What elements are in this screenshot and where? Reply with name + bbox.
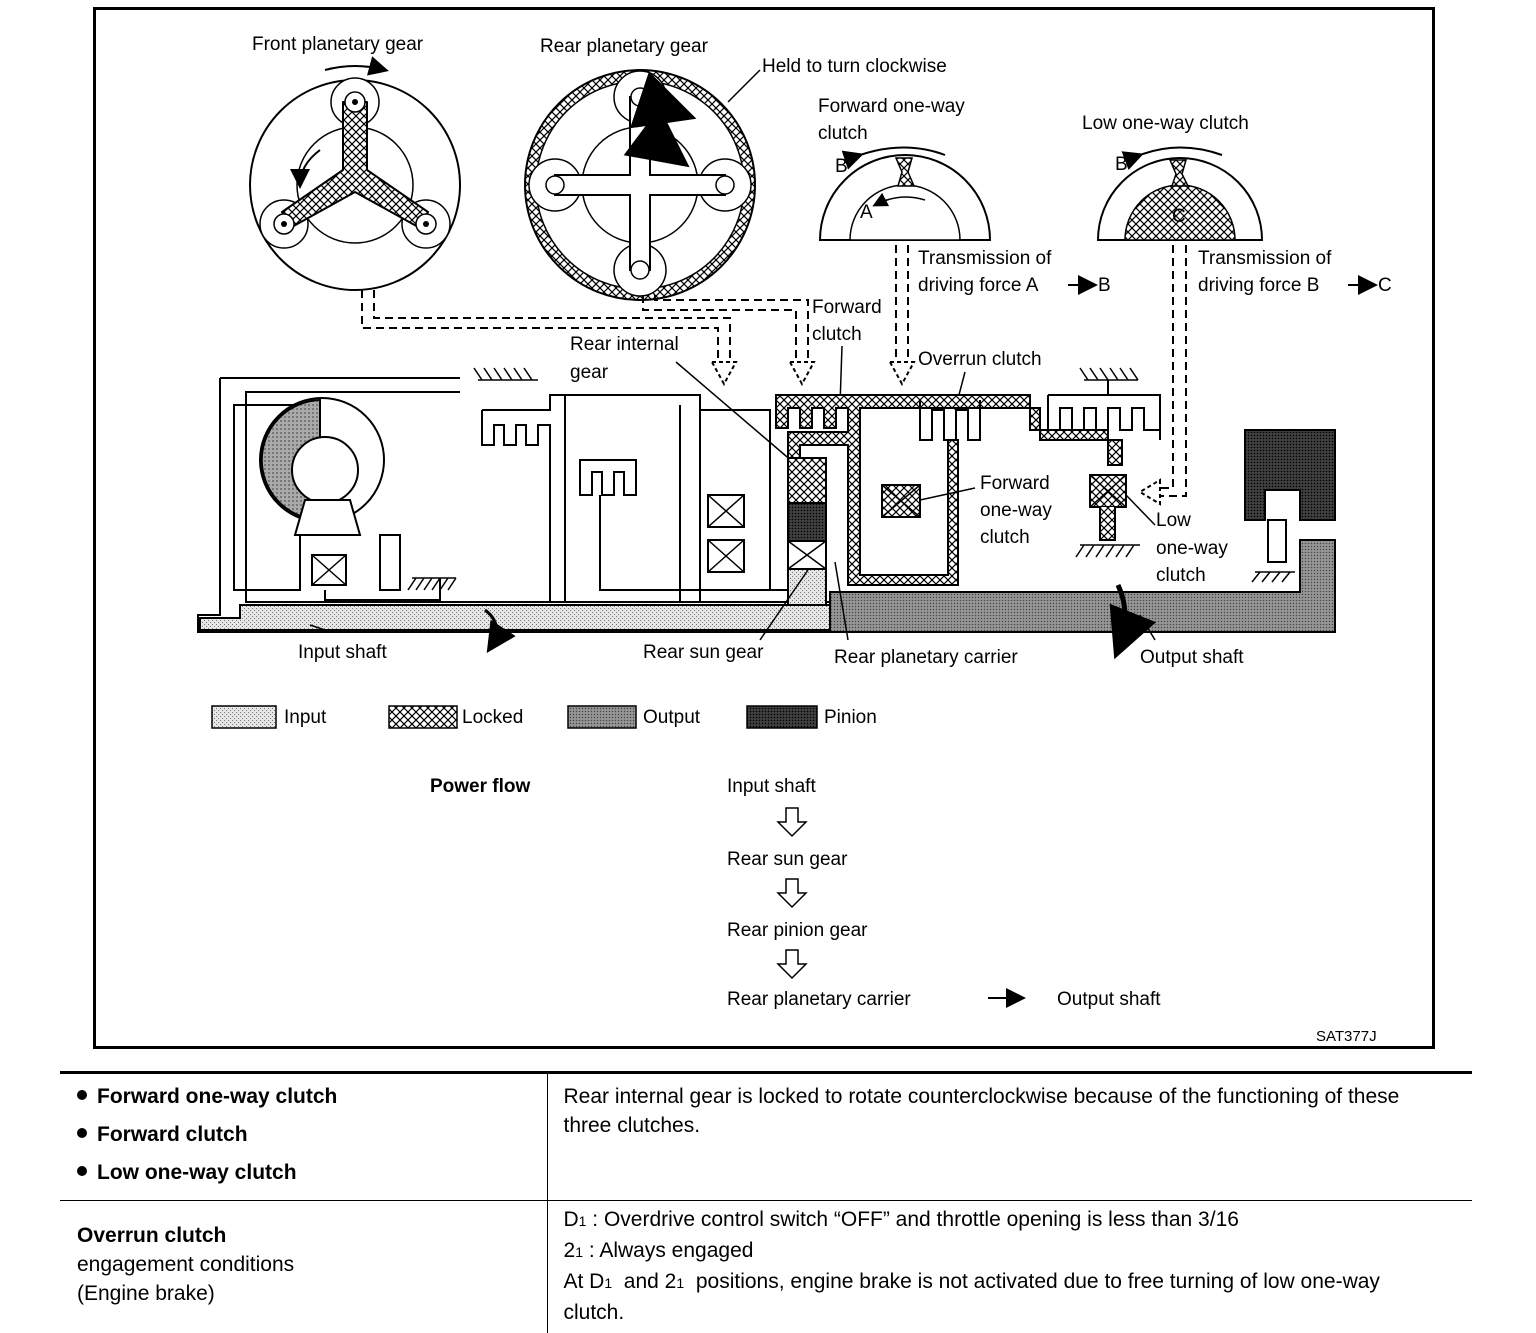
legend-swatch-locked — [389, 706, 457, 728]
condition-line-3: At D1 and 21 positions, engine brake is … — [564, 1267, 1443, 1327]
overrun-sub1: engagement conditions — [77, 1250, 547, 1279]
front-planetary-gear — [250, 66, 460, 290]
table-row: Forward one-way clutch Forward clutch Lo… — [60, 1073, 1472, 1201]
bullet-icon — [77, 1128, 87, 1138]
overrun-sub2: (Engine brake) — [77, 1279, 547, 1308]
power-flow-step-3: Rear pinion gear — [727, 920, 868, 941]
power-flow-step-1: Input shaft — [727, 776, 816, 797]
label-output-shaft: Output shaft — [1140, 647, 1244, 668]
line2-text: : Always engaged — [583, 1239, 753, 1262]
line3-sub1: 1 — [604, 1275, 612, 1291]
legend-swatch-output — [568, 706, 636, 728]
line2-sub: 1 — [575, 1244, 583, 1260]
line3-b: and 2 — [612, 1270, 676, 1293]
power-flow-step-2: Rear sun gear — [727, 849, 848, 870]
power-flow-title: Power flow — [430, 776, 531, 797]
down-arrow-icon — [778, 950, 806, 978]
diagram-code: SAT377J — [1316, 1028, 1377, 1045]
down-arrow-icon — [778, 879, 806, 907]
legend-label-pinion: Pinion — [824, 707, 877, 728]
label-forward-one-way-clutch-mid-3: clutch — [980, 527, 1030, 548]
line1-prefix: D — [564, 1208, 579, 1231]
label-rear-planetary-gear: Rear planetary gear — [540, 36, 709, 57]
list-item: Forward one-way clutch — [77, 1078, 547, 1116]
label-forward-one-way-clutch-mid-1: Forward — [980, 473, 1050, 494]
condition-line-1: D1 : Overdrive control switch “OFF” and … — [564, 1205, 1443, 1236]
list-item: Forward clutch — [77, 1116, 547, 1154]
legend-swatch-input — [212, 706, 276, 728]
bullet-icon — [77, 1090, 87, 1100]
label-letter-c: C — [1172, 206, 1186, 227]
line3-c: positions, engine brake is not activated… — [564, 1270, 1386, 1324]
label-forward-one-way-clutch-mid-2: one-way — [980, 500, 1052, 521]
legend-label-input: Input — [284, 707, 327, 728]
label-low-one-way-clutch-top: Low one-way clutch — [1082, 113, 1249, 134]
overrun-title: Overrun clutch — [77, 1221, 547, 1250]
label-forward-clutch-2: clutch — [812, 324, 862, 345]
list-item: Low one-way clutch — [77, 1154, 547, 1192]
label-low-one-way-clutch-mid-2: one-way — [1156, 538, 1228, 559]
label-low-one-way-clutch-mid-3: clutch — [1156, 565, 1206, 586]
rear-planetary-gear — [525, 70, 755, 300]
bullet-icon — [77, 1166, 87, 1176]
label-transmission-ab-3: B — [1098, 275, 1111, 296]
label-transmission-bc-2: driving force B — [1198, 275, 1319, 296]
label-forward-one-way-clutch-top-2: clutch — [818, 123, 868, 144]
overrun-cell: Overrun clutch engagement conditions (En… — [60, 1201, 547, 1333]
label-forward-clutch-1: Forward — [812, 297, 882, 318]
label-rear-sun-gear: Rear sun gear — [643, 642, 764, 663]
label-rear-planetary-carrier: Rear planetary carrier — [834, 647, 1018, 668]
label-letter-a: A — [860, 202, 873, 223]
clutch-list-cell: Forward one-way clutch Forward clutch Lo… — [60, 1073, 547, 1201]
table-row: Overrun clutch engagement conditions (En… — [60, 1201, 1472, 1333]
info-table: Forward one-way clutch Forward clutch Lo… — [60, 1071, 1472, 1333]
line3-a: At D — [564, 1270, 605, 1293]
power-flow-final: Output shaft — [1057, 989, 1161, 1010]
label-transmission-bc-1: Transmission of — [1198, 248, 1332, 269]
legend: Input Locked Output Pinion — [212, 706, 877, 728]
label-rear-internal-gear-2: gear — [570, 362, 609, 383]
label-letter-b2: B — [1115, 154, 1128, 175]
line1-text: : Overdrive control switch “OFF” and thr… — [586, 1208, 1238, 1231]
power-flow-step-4: Rear planetary carrier — [727, 989, 911, 1010]
label-input-shaft: Input shaft — [298, 642, 387, 663]
label-rear-internal-gear-1: Rear internal — [570, 334, 679, 355]
label-held-to-turn: Held to turn clockwise — [762, 56, 947, 77]
bullet-text: Forward clutch — [97, 1123, 248, 1146]
label-transmission-ab-2: driving force A — [918, 275, 1039, 296]
label-overrun-clutch: Overrun clutch — [918, 349, 1042, 370]
legend-swatch-pinion — [747, 706, 817, 728]
line2-prefix: 2 — [564, 1239, 576, 1262]
power-flow-diagram: Front planetary gear Rear planetary gear… — [0, 0, 1536, 1060]
legend-label-locked: Locked — [462, 707, 523, 728]
conditions-cell: D 1 : Overdrive control switch “OFF” and … — [547, 1201, 1472, 1333]
label-front-planetary-gear: Front planetary gear — [252, 34, 424, 55]
bullet-text: Forward one-way clutch — [97, 1085, 337, 1108]
description-text: Rear internal gear is locked to rotate c… — [564, 1085, 1400, 1137]
transmission-cross-section — [198, 368, 1335, 650]
label-forward-one-way-clutch-top-1: Forward one-way — [818, 96, 965, 117]
bullet-text: Low one-way clutch — [97, 1161, 297, 1184]
down-arrow-icon — [778, 808, 806, 836]
condition-line-2: 21 : Always engaged — [564, 1236, 1443, 1267]
label-transmission-ab-1: Transmission of — [918, 248, 1052, 269]
description-cell: Rear internal gear is locked to rotate c… — [547, 1073, 1472, 1201]
label-letter-b1: B — [835, 156, 848, 177]
label-transmission-bc-3: C — [1378, 275, 1392, 296]
label-low-one-way-clutch-mid-1: Low — [1156, 510, 1191, 531]
legend-label-output: Output — [643, 707, 701, 728]
line3-sub2: 1 — [676, 1275, 684, 1291]
